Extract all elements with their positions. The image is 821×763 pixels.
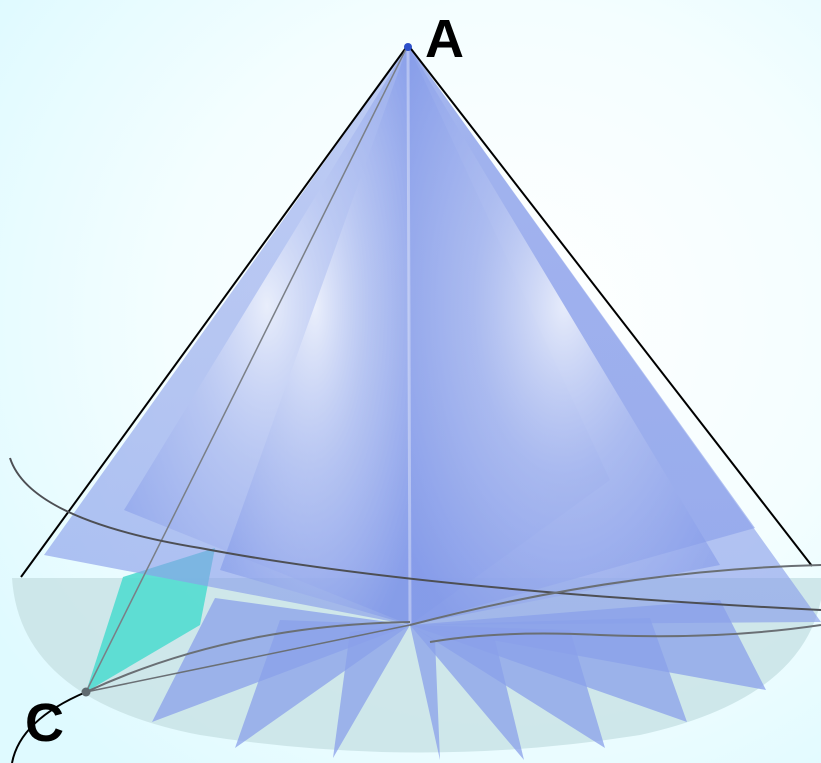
cone-spikes [152, 598, 766, 760]
cone-edge-left [20, 44, 409, 578]
spike [410, 625, 440, 760]
intersection-curves [9, 457, 821, 763]
axis-highlight [406, 44, 412, 626]
base-point-c [81, 687, 91, 697]
label-c: C [25, 693, 64, 753]
cone-edge-right [407, 44, 813, 567]
label-a: A [425, 9, 464, 69]
cone-facets [44, 45, 821, 625]
curve [11, 691, 87, 763]
spike [410, 600, 766, 690]
highlight-triangle [86, 548, 215, 692]
curve [9, 457, 821, 611]
cone-facet [408, 45, 720, 625]
curve [429, 624, 821, 643]
curve [85, 624, 411, 693]
cone-facet [220, 45, 410, 625]
curve [85, 621, 411, 693]
apex-point [404, 43, 412, 51]
curve [409, 564, 821, 626]
spike [333, 625, 410, 758]
cone-edge-inner [85, 44, 409, 693]
